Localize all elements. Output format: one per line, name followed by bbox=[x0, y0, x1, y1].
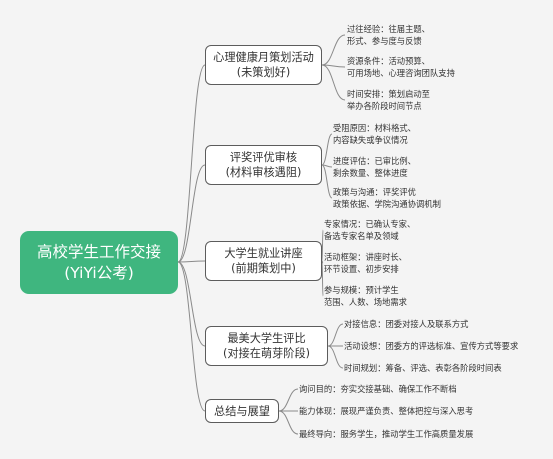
leaf-text: 能力体现：展现严谨负责、整体把控与深入思考 bbox=[299, 406, 474, 416]
leaf-connector-5-3 bbox=[278, 410, 299, 435]
leaf-text: 形式、参与度与反馈 bbox=[347, 36, 422, 46]
branch-title: 总结与展望 bbox=[214, 404, 270, 418]
leaf-b1-2: 资源条件：活动预算、 可用场地、心理咨询团队支持 bbox=[347, 55, 455, 79]
branch-career-lecture[interactable]: 大学生就业讲座 (前期策划中) bbox=[205, 241, 322, 281]
leaf-text: 询问目的：夯实交接基础、确保工作不断档 bbox=[299, 384, 457, 394]
root-subtitle: (YiYi公考) bbox=[64, 263, 134, 282]
branch-subtitle: (对接在萌芽阶段) bbox=[222, 347, 311, 360]
leaf-b5-1: 询问目的：夯实交接基础、确保工作不断档 bbox=[299, 383, 457, 395]
leaf-text: 时间安排：策划启动至 bbox=[347, 89, 430, 99]
leaf-b4-2: 活动设想：团委方的评选标准、宣传方式等要求 bbox=[344, 340, 518, 352]
leaf-text: 专家情况：已确认专家、 bbox=[324, 219, 416, 229]
root-connector-1 bbox=[177, 64, 206, 263]
branch-title: 心理健康月策划活动 bbox=[213, 51, 314, 64]
leaf-text: 参与规模：预计学生 bbox=[324, 285, 399, 295]
leaf-text: 政策依据、学院沟通协调机制 bbox=[333, 199, 441, 209]
leaf-b3-2: 活动框架：讲座时长、 环节设置、初步安排 bbox=[324, 251, 407, 275]
branch-subtitle: (材料审核遇阻) bbox=[225, 166, 302, 179]
leaf-b4-3: 时间规划：筹备、评选、表彰各阶段时间表 bbox=[344, 362, 502, 374]
leaf-text: 政策与沟通：评奖评优 bbox=[333, 187, 416, 197]
leaf-text: 最终导向：服务学生，推动学生工作高质量发展 bbox=[299, 429, 474, 439]
leaf-b1-3: 时间安排：策划启动至 举办各阶段时间节点 bbox=[347, 88, 430, 112]
leaf-connector-2-3 bbox=[321, 164, 333, 199]
branch-subtitle: (前期策划中) bbox=[231, 262, 296, 275]
leaf-b4-1: 对接信息：团委对接人及联系方式 bbox=[344, 318, 468, 330]
leaf-connector-5-1 bbox=[278, 388, 299, 412]
leaf-text: 剩余数量、整体进度 bbox=[333, 168, 408, 178]
root-title: 高校学生工作交接 bbox=[36, 242, 161, 261]
branch-subtitle: (未策划好) bbox=[236, 66, 291, 79]
leaf-text: 范围、人数、场地需求 bbox=[324, 297, 407, 307]
leaf-text: 环节设置、初步安排 bbox=[324, 264, 399, 274]
branch-title: 大学生就业讲座 bbox=[224, 247, 303, 260]
leaf-b2-2: 进度评估：已审比例、 剩余数量、整体进度 bbox=[333, 155, 416, 179]
leaf-connector-3-1 bbox=[321, 229, 324, 262]
leaf-connector-1-3 bbox=[321, 64, 346, 101]
leaf-b3-3: 参与规模：预计学生 范围、人数、场地需求 bbox=[324, 284, 407, 308]
root-connector-3 bbox=[177, 260, 206, 263]
leaf-text: 内容缺失或争议情况 bbox=[333, 135, 408, 145]
branch-awards-review[interactable]: 评奖评优审核 (材料审核遇阻) bbox=[205, 145, 322, 185]
branch-best-student[interactable]: 最美大学生评比 (对接在萌芽阶段) bbox=[205, 326, 328, 366]
leaf-b2-1: 受阻原因：材料格式、 内容缺失或争议情况 bbox=[333, 122, 416, 146]
branch-title: 最美大学生评比 bbox=[227, 332, 306, 345]
leaf-connector-2-1 bbox=[321, 133, 333, 166]
branch-title: 评奖评优审核 bbox=[229, 151, 298, 164]
root-node[interactable]: 高校学生工作交接 (YiYi公考) bbox=[20, 231, 178, 294]
leaf-connector-3-3 bbox=[321, 260, 324, 297]
leaf-b2-3: 政策与沟通：评奖评优 政策依据、学院沟通协调机制 bbox=[333, 186, 441, 210]
leaf-text: 活动框架：讲座时长、 bbox=[324, 252, 407, 262]
leaf-b5-3: 最终导向：服务学生，推动学生工作高质量发展 bbox=[299, 428, 473, 440]
branch-psych-month[interactable]: 心理健康月策划活动 (未策划好) bbox=[205, 45, 322, 85]
leaf-connector-4-3 bbox=[327, 345, 344, 369]
root-connector-2 bbox=[177, 164, 206, 263]
leaf-text: 备选专家名单及领域 bbox=[324, 231, 399, 241]
leaf-text: 活动设想：团委方的评选标准、宣传方式等要求 bbox=[344, 341, 519, 351]
leaf-text: 资源条件：活动预算、 bbox=[347, 56, 430, 66]
leaf-text: 过往经验：往届主题、 bbox=[347, 24, 430, 34]
leaf-b1-1: 过往经验：往届主题、 形式、参与度与反馈 bbox=[347, 23, 430, 47]
branch-summary[interactable]: 总结与展望 bbox=[205, 399, 279, 423]
root-connector-4 bbox=[177, 261, 206, 347]
leaf-text: 进度评估：已审比例、 bbox=[333, 156, 416, 166]
leaf-connector-1-1 bbox=[321, 34, 346, 66]
root-connector-5 bbox=[177, 261, 206, 412]
leaf-text: 举办各阶段时间节点 bbox=[347, 101, 422, 111]
leaf-connector-4-1 bbox=[327, 323, 344, 347]
leaf-b3-1: 专家情况：已确认专家、 备选专家名单及领域 bbox=[324, 218, 415, 242]
leaf-connector-1-2 bbox=[321, 64, 346, 68]
leaf-text: 可用场地、心理咨询团队支持 bbox=[347, 68, 455, 78]
leaf-text: 时间规划：筹备、评选、表彰各阶段时间表 bbox=[344, 363, 502, 373]
leaf-text: 受阻原因：材料格式、 bbox=[333, 123, 416, 133]
leaf-b5-2: 能力体现：展现严谨负责、整体把控与深入思考 bbox=[299, 405, 473, 417]
leaf-text: 对接信息：团委对接人及联系方式 bbox=[344, 319, 469, 329]
